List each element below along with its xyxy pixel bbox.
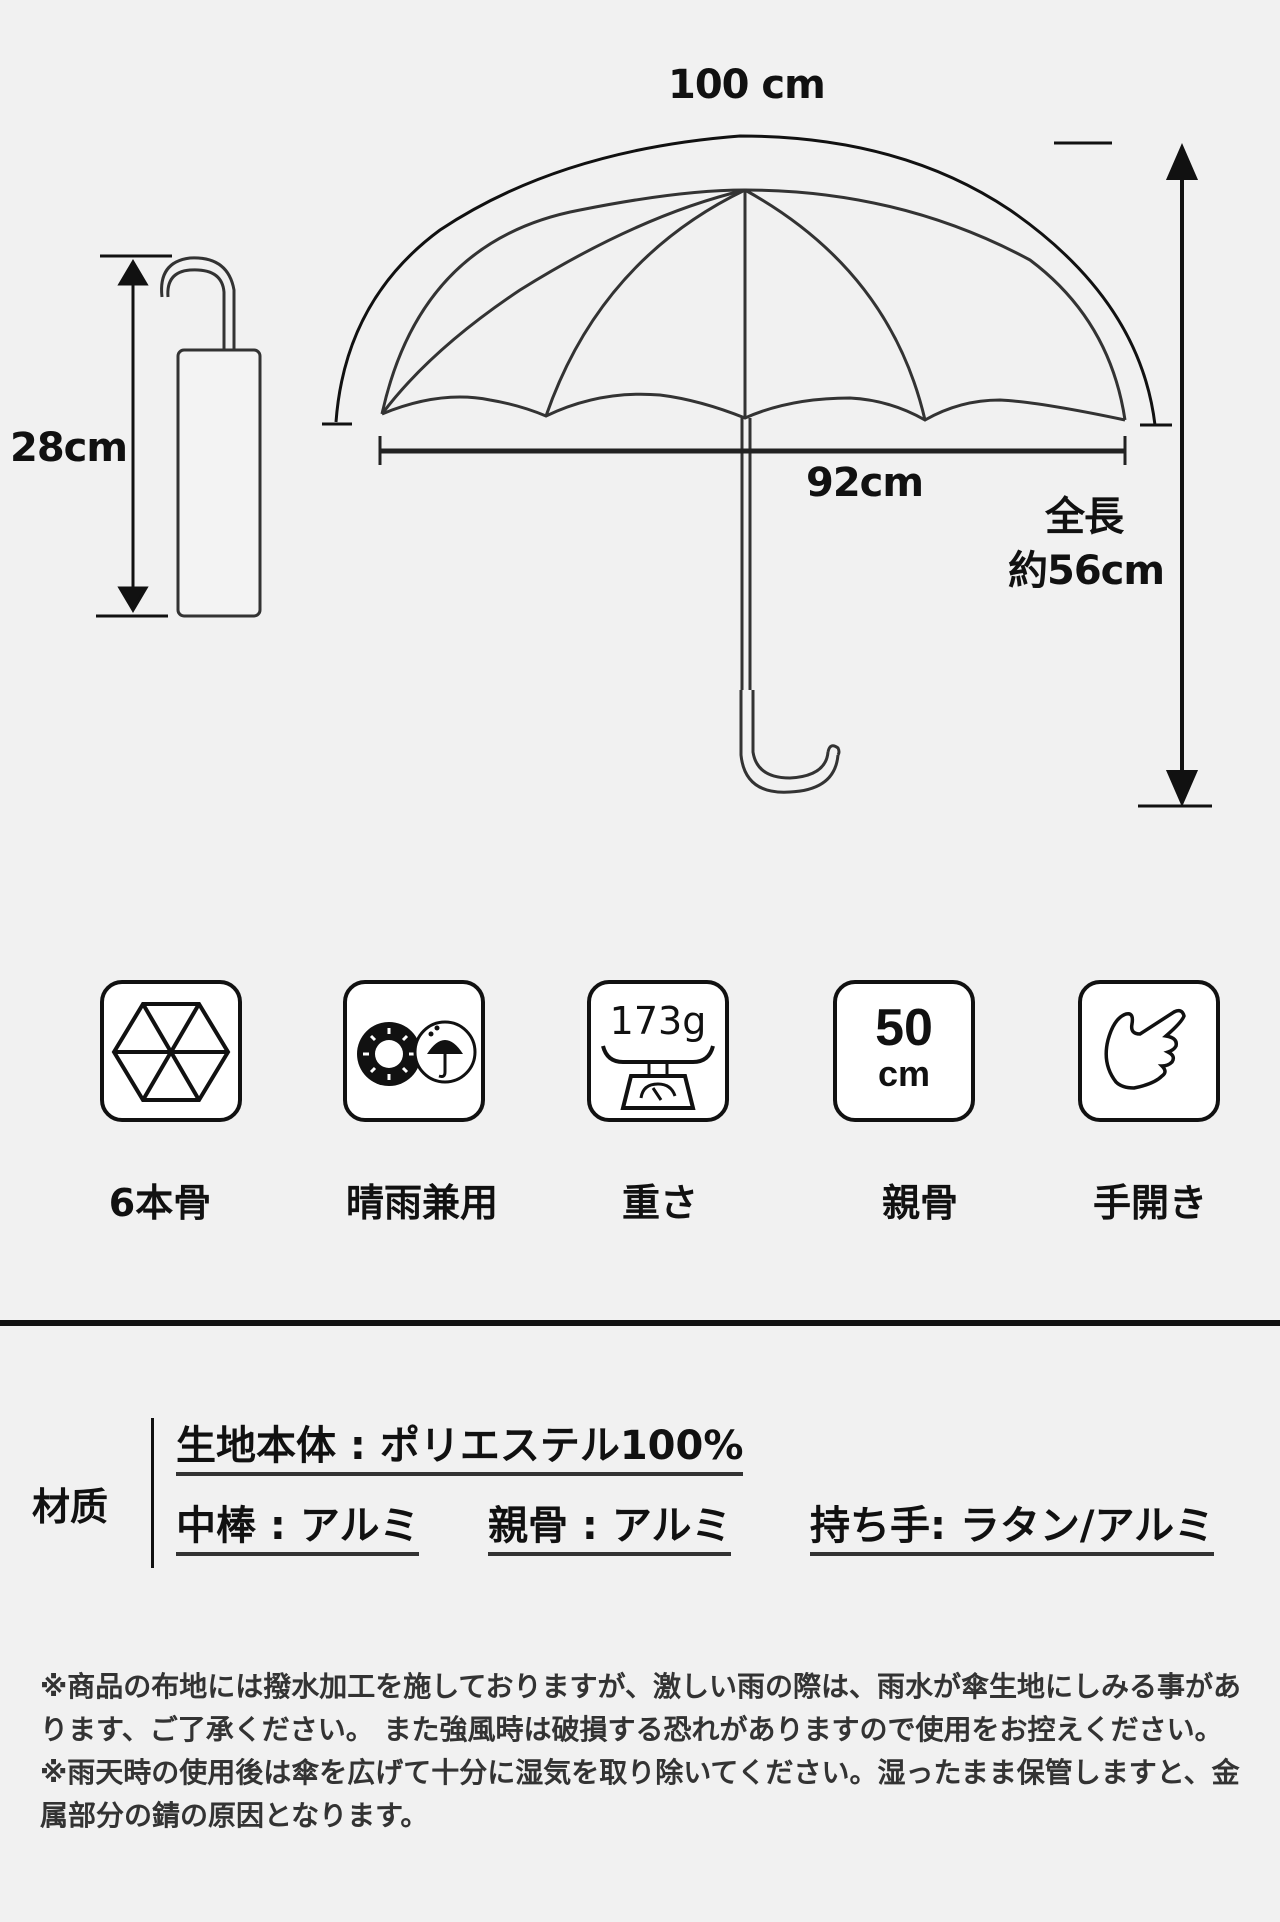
feature-label-hand-open: 手開き [1092,1181,1207,1225]
rib-length-icon: 50 cm [833,980,975,1122]
feature-label-rib-length: 親骨 [881,1181,958,1225]
total-length-label-line2: 約56cm [1008,548,1165,594]
feature-label-ribs: 6本骨 [108,1181,212,1225]
umbrella-dimension-diagram [96,134,1212,808]
scale-icon: 173g [587,980,729,1122]
folded-length-label: 28cm [10,425,128,471]
arc-dimension-line [322,134,1172,427]
care-notice-text: ※商品の布地には撥水加工を施しておりますが、激しい雨の際は、雨水が傘生地にしみる… [40,1670,1241,1832]
span-width-label: 92cm [806,460,924,506]
scale-weight-text: 173g [610,999,707,1043]
folded-length-arrow [96,254,172,618]
material-ribs: 親骨 : アルミ [488,1504,732,1556]
materials-vertical-rule [151,1418,154,1568]
rib-length-number: 50 [875,999,933,1057]
total-length-label-line1: 全長 [1045,494,1124,540]
material-fabric: 生地本体 : ポリエステル100% [176,1424,744,1476]
folded-umbrella-drawing [160,256,262,618]
materials-heading: 材质 [32,1485,109,1529]
hexagon-ribs-icon [100,980,242,1122]
feature-label-sun-rain: 晴雨兼用 [345,1181,498,1225]
feature-label-weight: 重さ [621,1181,698,1225]
rib-length-unit: cm [877,1053,931,1094]
arc-length-label: 100 cm [668,62,826,108]
section-divider [0,1320,1280,1326]
open-umbrella-drawing [380,188,1127,794]
total-length-arrow [1054,141,1212,808]
material-handle: 持ち手: ラタン/アルミ [810,1504,1215,1556]
hand-open-icon [1078,980,1220,1122]
sun-rain-icon [343,980,485,1122]
material-shaft: 中棒 : アルミ [176,1504,420,1556]
span-dimension-line [378,436,1127,465]
